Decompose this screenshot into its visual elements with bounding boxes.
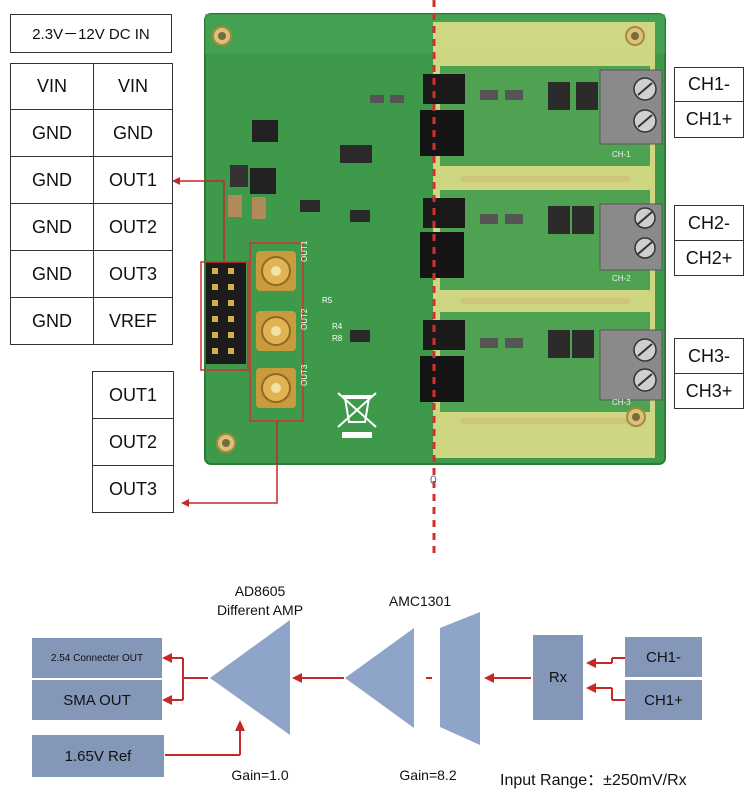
slot-1: [460, 176, 630, 182]
dcdc-module-1: [420, 110, 464, 156]
silk-out1: OUT1: [300, 240, 309, 262]
dc-in-label: 2.3V－12V DC IN: [10, 14, 172, 53]
pin-cell-r5-c1: VREF: [93, 297, 173, 345]
silk-r5: R5: [322, 296, 333, 305]
ch2-minus-label: CH2-: [674, 205, 744, 241]
ch1-plus-block: CH1+: [625, 680, 702, 720]
dc-in-text: 2.3V－12V DC IN: [32, 26, 150, 43]
pin-cell-r2-c1: OUT1: [93, 156, 173, 204]
amp-gain-label: Gain=1.0: [231, 767, 289, 783]
silk-out2: OUT2: [300, 308, 309, 330]
pin-cell-r3-c1: OUT2: [93, 203, 173, 251]
pin-cell-r0-c1: VIN: [93, 63, 173, 110]
zero-mark: 0: [430, 473, 437, 487]
sma-out-cell-1: OUT1: [92, 371, 174, 419]
pin-cell-r1-c0: GND: [10, 109, 94, 157]
sma-out-cell-3: OUT3: [92, 465, 174, 513]
pin-header: [206, 262, 246, 364]
silk-r8: R8: [332, 334, 343, 343]
input-range-label: Input Range：±250mV/Rx: [500, 772, 687, 789]
pin-cell-r2-c0: GND: [10, 156, 94, 204]
silk-ch3: CH-3: [612, 398, 631, 407]
isolator-chip-3: [423, 320, 465, 350]
isolator-chip-2: [423, 198, 465, 228]
slot-3: [460, 418, 630, 424]
pin-cell-r1-c1: GND: [93, 109, 173, 157]
amp-triangle: [210, 620, 290, 735]
sma-connector-2: [256, 311, 296, 351]
pin-cell-r4-c0: GND: [10, 250, 94, 298]
terminal-block-3: [599, 329, 663, 401]
iso-name-label: AMC1301: [388, 593, 452, 609]
connector-out-block: 2.54 Connecter OUT: [32, 638, 162, 678]
pin-cell-r3-c0: GND: [10, 203, 94, 251]
ch1-plus-label: CH1+: [674, 101, 744, 138]
terminal-block-2: [599, 203, 663, 271]
sma-connector-1: [256, 251, 296, 291]
dcdc-module-3: [420, 356, 464, 402]
sma-out-block: SMA OUT: [32, 680, 162, 720]
isolator-chip-1: [423, 74, 465, 104]
iso-gain-label: Gain=8.2: [399, 767, 457, 783]
sma-out-cell-2: OUT2: [92, 418, 174, 466]
ch1-minus-block: CH1-: [625, 637, 702, 677]
sma-connector-3: [256, 368, 296, 408]
silk-ch2: CH-2: [612, 274, 631, 283]
rx-block: Rx: [533, 635, 583, 720]
silk-out3: OUT3: [300, 364, 309, 386]
isolation-barrier-shape: [440, 612, 480, 745]
silk-ch1: CH-1: [612, 150, 631, 159]
ch1-minus-label: CH1-: [674, 67, 744, 102]
pin-cell-r5-c0: GND: [10, 297, 94, 345]
sma-callout-line: [188, 421, 278, 504]
terminal-block-1: [599, 69, 663, 145]
pin-cell-r4-c1: OUT3: [93, 250, 173, 298]
pin-callout-line: [178, 180, 225, 262]
ch2-plus-label: CH2+: [674, 240, 744, 276]
weee-bin-icon: [337, 392, 377, 428]
slot-2: [460, 298, 630, 304]
amp-name-label: AD8605: [234, 583, 286, 599]
dcdc-module-2: [420, 232, 464, 278]
ch3-minus-label: CH3-: [674, 338, 744, 374]
silk-r4: R4: [332, 322, 343, 331]
pin-cell-r0-c0: VIN: [10, 63, 94, 110]
iso-triangle: [345, 628, 414, 728]
ch3-plus-label: CH3+: [674, 373, 744, 409]
amp-desc-label: Different AMP: [216, 602, 304, 618]
ref-block: 1.65V Ref: [32, 735, 164, 777]
